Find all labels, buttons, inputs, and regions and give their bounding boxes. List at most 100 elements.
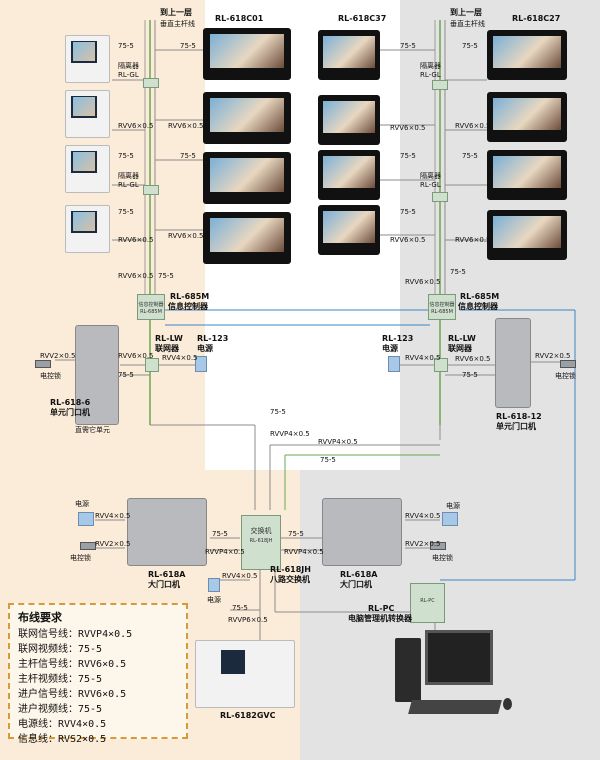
pc-converter-box: RL-PC [410,583,445,623]
isolator-model-label: RL-GL [420,71,441,79]
model-c01: RL-618C01 [215,14,264,23]
ps-left-model: RL-123 [197,334,229,343]
wire-label: RVV4×0.5 [405,354,441,362]
switch-box: 交换机 RL-618JH [241,515,281,570]
wire-label: RVV4×0.5 [95,512,131,520]
wire-label: 75-5 [462,42,478,50]
switch-box-label: 交换机 [250,527,272,535]
info-right-model: RL-685M [460,292,500,301]
unit-left-model: RL-618-6 [50,398,91,407]
lw-left-name: 联网器 [155,344,179,353]
switch-name: 八路交换机 [270,575,310,584]
indoor-monitor-c27 [487,150,567,200]
main-door-panel-right [322,498,402,566]
indoor-monitor-white [65,145,110,193]
legend-row: 主杆信号线：RVV6×0.5 [18,659,127,670]
wire-label: RVV6×0.5 [405,278,441,286]
wire-label: 75-5 [462,371,478,379]
info-box-label: 信息控制器 [429,302,455,308]
lw-left-model: RL-LW [155,334,183,343]
ps-right-model: RL-123 [382,334,414,343]
keyboard-icon [408,700,502,714]
wire-label: RVV4×0.5 [405,512,441,520]
model-c27: RL-618C27 [512,14,561,23]
indoor-monitor-c27 [487,210,567,260]
info-box-label: 信息控制器 [138,302,164,308]
power-supply-main-left [78,512,94,526]
lock-label: 电控锁 [70,554,91,562]
indoor-monitor-c01 [203,212,291,264]
wire-label: RVV6×0.5 [118,272,154,280]
lock-icon [80,542,96,550]
wire-label: RVVP4×0.5 [270,430,310,438]
legend-row: 进户信号线：RVV6×0.5 [18,689,127,700]
guard-station [195,640,295,708]
wire-label: RVV6×0.5 [390,236,426,244]
indoor-monitor-white [65,90,110,138]
wire-label: RVV4×0.5 [222,572,258,580]
power-supply-left [195,356,207,372]
trunk-left-label: 垂直主杆线 [160,20,195,28]
lock-icon [430,542,446,550]
unit-left-note: 直需它单元 [75,426,110,434]
isolator-label: 隔离器 [420,172,441,180]
lock-label: 电控锁 [555,372,576,380]
wire-label: 75-5 [212,530,228,538]
pc-model: RL-PC [368,604,395,613]
wire-label: 75-5 [288,530,304,538]
wire-label: 75-5 [158,272,174,280]
info-left-name: 信息控制器 [168,302,208,311]
lw-right-name: 联网器 [448,344,472,353]
info-box-sub: RL-685M [140,309,162,315]
wire-label: RVV4×0.5 [162,354,198,362]
lock-icon [35,360,51,368]
isolator-box [432,192,448,202]
info-controller-right: 信息控制器 RL-685M [428,294,456,320]
main-left-name: 大门口机 [148,580,180,589]
pc-name: 电脑管理机转换器 [348,614,412,623]
indoor-monitor-c37 [318,205,380,255]
wire-label: RVV6×0.5 [390,124,426,132]
wire-label: RVVP6×0.5 [228,616,268,624]
wire-label: RVV2×0.5 [40,352,76,360]
power-supply-guard [208,578,220,592]
guard-model: RL-6182GVC [220,711,276,720]
lw-right-model: RL-LW [448,334,476,343]
ps-right-name: 电源 [382,344,398,353]
wire-label: RVVP4×0.5 [205,548,245,556]
unit-left-name: 单元门口机 [50,408,90,417]
indoor-monitor-c37 [318,95,380,145]
main-right-name: 大门口机 [340,580,372,589]
wire-label: 75-5 [400,42,416,50]
wire-label: 75-5 [180,152,196,160]
network-unit-left [145,358,159,372]
isolator-model-label: RL-GL [118,71,139,79]
info-right-name: 信息控制器 [458,302,498,311]
isolator-box [432,80,448,90]
wire-label: RVV6×0.5 [455,122,491,130]
ps-left-name: 电源 [197,344,213,353]
unit-right-name: 单元门口机 [496,422,536,431]
power-supply-main-right [442,512,458,526]
network-unit-right [434,358,448,372]
unit-door-panel-right [495,318,531,408]
wire-label: RVV6×0.5 [168,232,204,240]
legend-row: 进户视频线：75-5 [18,704,103,715]
wire-label: 75-5 [462,152,478,160]
isolator-model-label: RL-GL [420,181,441,189]
main-right-model: RL-618A [340,570,378,579]
isolator-label: 隔离器 [118,62,139,70]
legend-row: 联网视频线：75-5 [18,644,103,655]
wire-label: 75-5 [450,268,466,276]
indoor-monitor-c27 [487,92,567,142]
isolator-label: 隔离器 [420,62,441,70]
indoor-monitor-white [65,205,110,253]
power-supply-right [388,356,400,372]
wire-label: 75-5 [118,371,134,379]
wire-label: RVV6×0.5 [118,122,154,130]
isolator-label: 隔离器 [118,172,139,180]
pc-box-label: RL-PC [420,598,435,604]
lock-label: 电控锁 [432,554,453,562]
wire-label: RVV2×0.5 [405,540,441,548]
wire-label: RVV6×0.5 [118,236,154,244]
